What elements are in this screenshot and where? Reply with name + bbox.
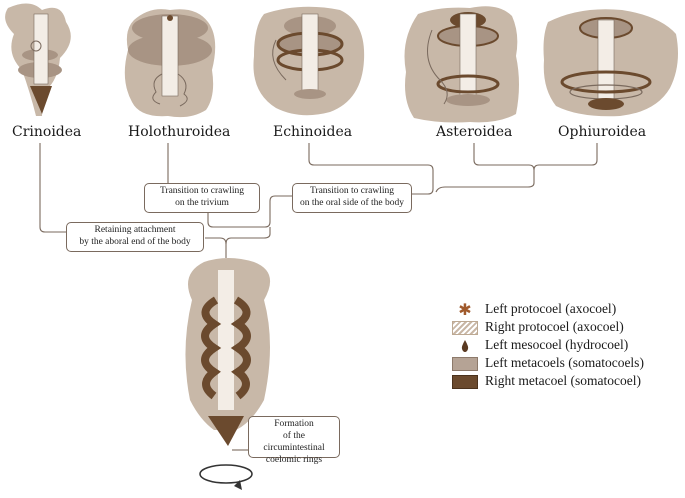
branch-asteroidea-ophiuroidea: [473, 143, 535, 171]
taxon-label-asteroidea: Asteroidea: [436, 124, 513, 140]
callout-oral-side-line2: on the oral side of the body: [300, 198, 404, 208]
legend: ✱ Left protocoel (axocoel) Right protoco…: [452, 300, 682, 392]
callout-attachment-line1: Retaining attachment: [94, 225, 176, 235]
hatched-swatch-icon: [452, 321, 478, 335]
legend-item-right-protocoel: Right protocoel (axocoel): [452, 319, 682, 337]
callout-attachment: Retaining attachment by the aboral end o…: [66, 222, 204, 252]
legend-label: Left metacoels (somatocoels): [485, 355, 644, 370]
legend-label: Left mesocoel (hydrocoel): [485, 337, 629, 352]
callout-trivium-line2: on the trivium: [175, 198, 229, 208]
legend-item-left-protocoel: ✱ Left protocoel (axocoel): [452, 300, 682, 319]
asteroid-figure: [404, 6, 519, 123]
dark-brown-swatch-icon: [452, 375, 478, 389]
legend-item-left-mesocoel: Left mesocoel (hydrocoel): [452, 337, 682, 355]
holothurian-figure: [124, 9, 216, 118]
callout-formation-line1: Formation: [274, 419, 314, 429]
ophiuroid-figure: [543, 9, 678, 117]
asterisk-icon: ✱: [458, 300, 472, 319]
branch-crinoidea: [39, 143, 66, 233]
callout-formation-line3: coelomic rings: [265, 455, 323, 465]
taxon-label-holothuroidea: Holothuroidea: [128, 124, 231, 140]
echinoid-figure: [253, 6, 365, 116]
callout-attachment-line2: by the aboral end of the body: [79, 237, 191, 247]
legend-item-left-metacoels: Left metacoels (somatocoels): [452, 355, 682, 373]
taxon-label-crinoidea: Crinoidea: [12, 124, 82, 140]
drop-icon: [452, 339, 478, 353]
ancestor-figure: [185, 258, 271, 490]
legend-label: Right metacoel (somatocoel): [485, 373, 641, 388]
crinoid-figure: [5, 3, 71, 117]
legend-label: Right protocoel (axocoel): [485, 319, 624, 334]
callout-oral-side: Transition to crawling on the oral side …: [292, 183, 412, 213]
callout-formation-line2: of the circumintestinal: [263, 431, 325, 453]
callout-formation: Formation of the circumintestinal coelom…: [248, 416, 340, 465]
callout-oral-side-line1: Transition to crawling: [309, 186, 395, 196]
light-brown-swatch-icon: [452, 357, 478, 371]
callout-trivium: Transition to crawling on the trivium: [144, 183, 260, 213]
legend-item-right-metacoel: Right metacoel (somatocoel): [452, 373, 682, 391]
callout-trivium-line1: Transition to crawling: [159, 186, 245, 196]
legend-label: Left protocoel (axocoel): [485, 301, 617, 316]
branch-echinoidea: [308, 143, 434, 195]
taxon-label-echinoidea: Echinoidea: [273, 124, 353, 140]
taxon-label-ophiuroidea: Ophiuroidea: [558, 124, 647, 140]
